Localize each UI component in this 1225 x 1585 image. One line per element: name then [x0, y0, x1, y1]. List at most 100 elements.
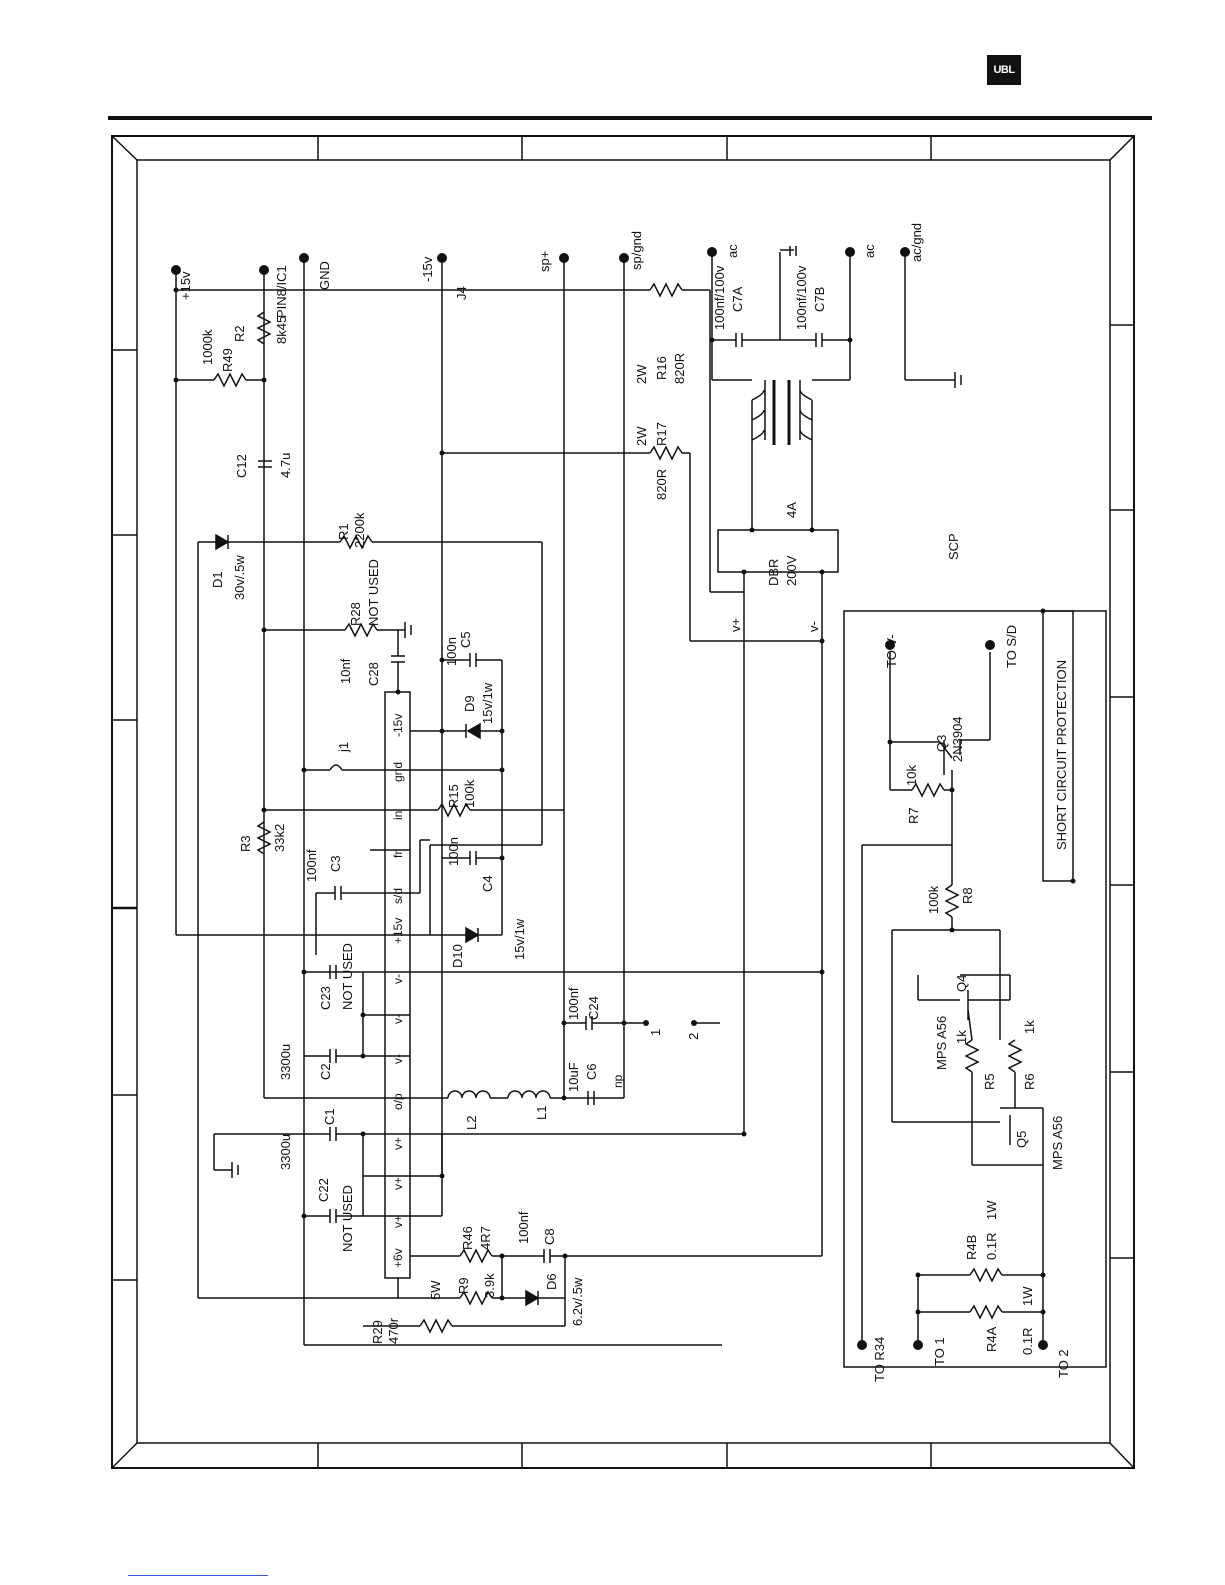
label-d1: D1: [210, 571, 225, 588]
label-r3-value: 33k2: [272, 824, 287, 852]
label-j4: J4: [454, 286, 469, 300]
label-dbr: DBR: [766, 559, 781, 586]
label-minus15v: -15v: [420, 256, 435, 282]
label-short-circuit-protection: SHORT CIRCUIT PROTECTION: [1054, 660, 1069, 850]
label-r28-value: NOT USED: [366, 559, 381, 626]
label-ac2: ac: [862, 244, 877, 258]
label-r7: R7: [906, 807, 921, 824]
label-node1: 1: [648, 1029, 663, 1036]
ic-pin-label: v-: [391, 1054, 405, 1064]
label-to-2: TO 2: [1056, 1349, 1071, 1378]
ic-pin-label: fr: [391, 851, 405, 858]
label-vplus: v+: [728, 618, 743, 632]
label-r4b: R4B: [964, 1235, 979, 1260]
label-r17-value: 820R: [654, 469, 669, 500]
label-r16: R16: [654, 356, 669, 380]
label-r16-value: 820R: [672, 353, 687, 384]
label-d9-value: 15v/1w: [480, 682, 495, 724]
ic-pin-label: gnd: [391, 762, 405, 782]
label-c23: C23: [318, 986, 333, 1010]
label-c7b: C7B: [812, 287, 827, 312]
label-ac1: ac: [725, 244, 740, 258]
label-q3-type: 2N3904: [950, 716, 965, 762]
label-c5-value: 100n: [444, 637, 459, 666]
label-c12-value: 4.7u: [278, 453, 293, 478]
label-c7a-value: 100nf/100v: [712, 265, 727, 330]
label-c4-value: 100n: [446, 837, 461, 866]
ic-pin-label: -15v: [391, 714, 405, 737]
ic-pin-label: o/p: [391, 1093, 405, 1110]
label-ac-gnd: ac/gnd: [909, 223, 924, 262]
ic-pin-label: s/d: [391, 888, 405, 904]
label-r28: R28: [348, 602, 363, 626]
label-c8: C8: [542, 1228, 557, 1245]
label-r6-value: 1k: [1022, 1020, 1037, 1034]
label-r4a: R4A: [984, 1326, 999, 1352]
label-l2: L2: [464, 1116, 479, 1130]
footer-link-underline: [128, 1575, 268, 1576]
label-r2: R2: [232, 325, 247, 342]
label-d9: D9: [462, 695, 477, 712]
label-r29: R29: [370, 1320, 385, 1344]
label-r8-value: 100k: [926, 885, 941, 914]
label-d6-value: 6.2v/.5w: [570, 1277, 585, 1326]
label-c1-value: 3300u: [278, 1134, 293, 1170]
label-c28: C28: [366, 662, 381, 686]
label-q5-type: MPS A56: [1050, 1116, 1065, 1170]
label-c5: C5: [458, 631, 473, 648]
label-r3: R3: [238, 835, 253, 852]
label-q4: Q4: [954, 975, 969, 992]
label-c6: C6: [584, 1063, 599, 1080]
label-d6: D6: [544, 1273, 559, 1290]
label-r15-value: 100k: [462, 779, 477, 808]
label-c2: C2: [318, 1063, 333, 1080]
label-r1: R1: [336, 523, 351, 540]
jbl-logo: UBL: [987, 55, 1021, 85]
label-dbr-current: 4A: [784, 502, 799, 518]
label-r9-value: 3.9k: [482, 1273, 497, 1298]
ic-pin-label: +15v: [391, 918, 405, 944]
label-to-sd: TO S/D: [1004, 625, 1019, 668]
label-r16-power: 2W: [634, 364, 649, 384]
label-r17: R17: [654, 422, 669, 446]
label-r8: R8: [960, 887, 975, 904]
label-sp-gnd: sp/gnd: [629, 231, 644, 270]
label-c22-value: NOT USED: [340, 1185, 355, 1252]
label-c8-value: 100nf: [516, 1211, 531, 1244]
ic-pin-label: v-: [391, 974, 405, 984]
label-r46: R46: [460, 1226, 475, 1250]
ic-pin-label: v+: [391, 1137, 405, 1150]
label-r17-power: 2W: [634, 426, 649, 446]
label-c3-value: 100nf: [304, 849, 319, 882]
label-c24: C24: [586, 996, 601, 1020]
label-gnd: GND: [317, 261, 332, 290]
label-r9: R9: [456, 1277, 471, 1294]
label-c23-value: NOT USED: [340, 943, 355, 1010]
label-r15: R15: [446, 784, 461, 808]
label-d10: D10: [450, 944, 465, 968]
label-node2: 2: [686, 1033, 701, 1040]
label-c1: C1: [322, 1108, 337, 1125]
label-d10-value: 15v/1w: [512, 918, 527, 960]
label-pin8: PIN8/IC1: [274, 265, 289, 318]
label-r4b-value: 0.1R: [984, 1233, 999, 1260]
label-q5: Q5: [1014, 1131, 1029, 1148]
terminal-dots: [171, 247, 1076, 1350]
label-c28-value: 10nf: [338, 658, 353, 684]
label-to-r34: TO R34: [872, 1337, 887, 1382]
ic-pin-label: in: [391, 811, 405, 820]
label-l1: L1: [534, 1106, 549, 1120]
label-d1-value: 30v/.5w: [232, 555, 247, 600]
label-r4a-value: 0.1R: [1020, 1328, 1035, 1355]
label-q4-type: MPS A56: [934, 1016, 949, 1070]
label-c24-value: 100nf: [566, 987, 581, 1020]
label-c3: C3: [328, 855, 343, 872]
label-c7a: C7A: [730, 286, 745, 312]
label-r9-power: 5W: [428, 1280, 443, 1300]
ic-pin-label: v-: [391, 1014, 405, 1024]
label-r5: R5: [982, 1073, 997, 1090]
label-vminus: v-: [806, 621, 821, 632]
label-plus15v: +15v: [178, 271, 193, 300]
label-dbr-voltage: 200V: [784, 555, 799, 586]
